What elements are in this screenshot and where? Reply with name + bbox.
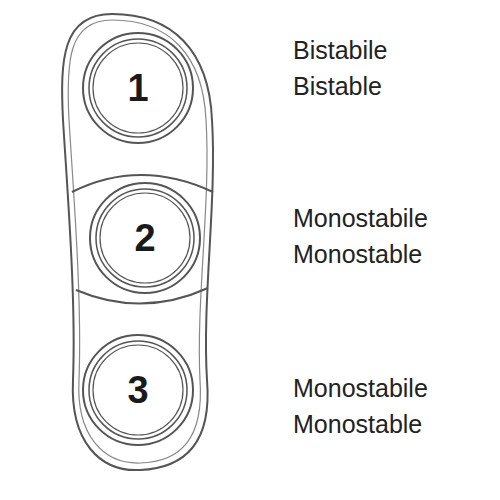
keypad-inner-edge [68,20,207,463]
mode-label: Bistable [293,72,382,101]
button-number: 2 [87,219,203,257]
button-circle: 2 [87,180,203,296]
button-circle: 3 [80,332,196,448]
mode-label: Monostable [293,410,422,439]
mode-label: Monostabile [293,374,428,403]
mode-label: Monostable [293,240,422,269]
button-number: 1 [80,69,196,107]
button-number: 3 [80,371,196,409]
keypad-divider [76,288,208,304]
mode-label: Monostabile [293,204,428,233]
button-circle: 1 [80,30,196,146]
mode-label: Bistabile [293,36,388,65]
keypad-body [62,14,213,470]
